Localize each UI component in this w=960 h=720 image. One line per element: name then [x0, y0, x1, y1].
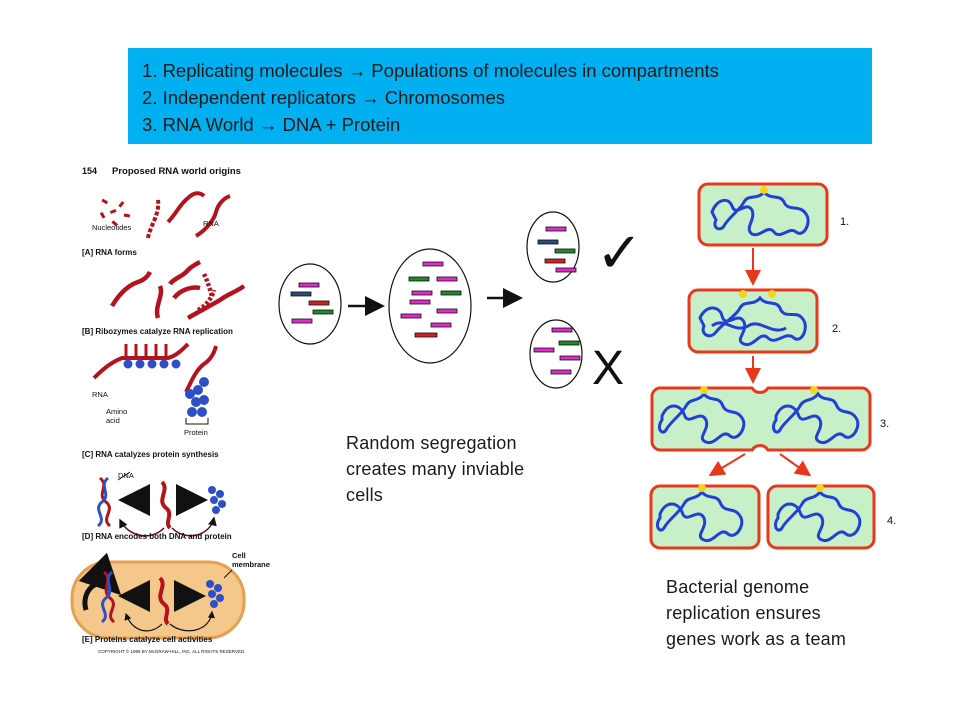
label-cell: Cell [232, 551, 246, 560]
x-mark-icon: X [592, 342, 624, 395]
arrow-step-3-4b [779, 453, 812, 477]
origin-2b [768, 290, 776, 298]
panel-a-label: [A] RNA forms [82, 248, 137, 257]
compartment-1-genes [290, 282, 334, 324]
chromosome-1 [710, 189, 810, 237]
origin-4b [816, 484, 824, 492]
chromosome-2a [698, 295, 807, 347]
banner-line-1: 1. Replicating molecules → Populations o… [142, 57, 858, 84]
segregation-diagram: ✓ X [278, 211, 643, 395]
figure-title: Proposed RNA world origins [112, 166, 241, 177]
label-acid: acid [106, 416, 120, 425]
right-arrow-icon: → [347, 60, 367, 81]
rna-world-figure: 154 Proposed RNA world origins Nucleotid… [70, 166, 270, 654]
panel-e-label: [E] Proteins catalyze cell activities [82, 635, 213, 644]
segregation-caption: Random segregation creates many inviable… [346, 430, 524, 508]
compartment-2-genes [400, 261, 462, 338]
check-mark-icon: ✓ [596, 221, 643, 284]
banner-line-3-result: DNA + Protein [277, 114, 401, 135]
panel-b-drawing [110, 259, 246, 320]
panel-d-label: [D] RNA encodes both DNA and protein [82, 532, 232, 541]
origin-1 [760, 186, 768, 194]
banner-line-1-result: Populations of molecules in compartments [366, 60, 719, 81]
panel-a-drawing [99, 191, 231, 239]
label-rna-c: RNA [92, 390, 108, 399]
segregation-caption-line-2: creates many inviable [346, 459, 525, 479]
summary-banner: 1. Replicating molecules → Populations o… [128, 48, 872, 144]
chromosome-3a [658, 391, 746, 445]
label-protein: Protein [184, 428, 208, 437]
banner-line-3: 3. RNA World → DNA + Protein [142, 111, 858, 138]
label-dna: DNA [118, 471, 134, 480]
chromosome-4a [656, 489, 744, 543]
bacteria-caption: Bacterial genome replication ensures gen… [666, 574, 846, 652]
banner-line-3-text: 3. RNA World [142, 114, 259, 135]
banner-line-2-result: Chromosomes [379, 87, 506, 108]
step-label-2: 2. [832, 323, 841, 335]
step-label-1: 1. [840, 216, 849, 228]
bacterium-step-3 [650, 386, 872, 452]
panel-c-label: [C] RNA catalyzes protein synthesis [82, 450, 219, 459]
compartment-inviable-genes [533, 327, 581, 375]
banner-line-2: 2. Independent replicators → Chromosomes [142, 84, 858, 111]
step-label-4: 4. [887, 515, 896, 527]
segregation-caption-line-1: Random segregation [346, 433, 517, 453]
right-arrow-icon: → [361, 87, 380, 108]
label-nucleotides: Nucleotides [92, 223, 131, 232]
panel-c-drawing [92, 342, 218, 425]
banner-line-2-text: 2. Independent replicators [142, 87, 362, 108]
origin-4a [698, 484, 706, 492]
chromosome-4b [774, 489, 862, 543]
compartment-viable-genes [537, 226, 577, 273]
figure-copyright: COPYRIGHT © 1995 BY McGRAW-HILL, INC. AL… [98, 648, 245, 654]
right-arrow-icon: → [258, 114, 278, 135]
panel-e-drawing [70, 552, 246, 640]
label-membrane: membrane [232, 560, 270, 569]
origin-2a [739, 290, 747, 298]
figure-page-number: 154 [82, 166, 97, 176]
panel-d-drawing [96, 471, 226, 537]
origin-3a [700, 386, 708, 394]
banner-line-1-text: 1. Replicating molecules [142, 60, 348, 81]
arrow-step-3-4a [708, 453, 746, 477]
segregation-caption-line-3: cells [346, 485, 384, 505]
chromosome-2b [711, 321, 787, 332]
step-label-3: 3. [880, 418, 889, 430]
panel-b-label: [B] Ribozymes catalyze RNA replication [82, 327, 233, 336]
bacteria-diagram: 1. 2. 3. 4. [649, 182, 896, 550]
bacteria-caption-line-1: Bacterial genome [666, 577, 810, 597]
label-amino: Amino [106, 407, 127, 416]
label-rna: RNA [203, 219, 219, 228]
bacteria-caption-line-3: genes work as a team [666, 629, 847, 649]
origin-3b [810, 386, 818, 394]
chromosome-3b [772, 391, 860, 445]
bacteria-caption-line-2: replication ensures [666, 603, 821, 623]
